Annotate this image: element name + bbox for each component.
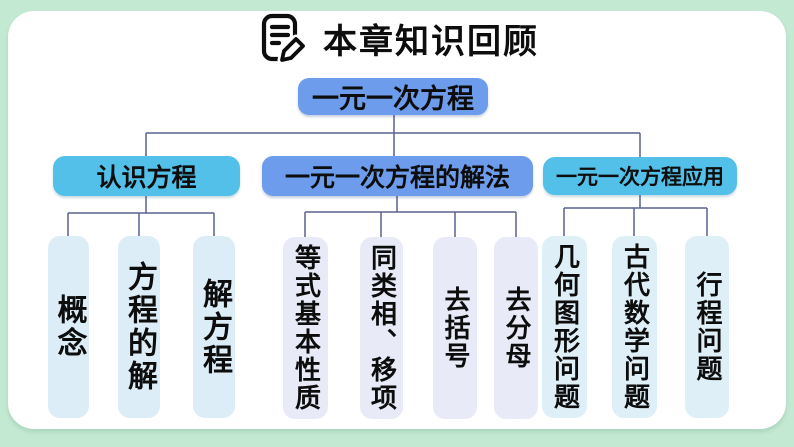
branch-header-applications: 一元一次方程应用 (543, 157, 737, 195)
leaf-label: 古代数学问题 (619, 243, 650, 411)
leaf-label: 方程的解 (122, 261, 157, 393)
leaf-label: 等式基本性质 (290, 244, 321, 412)
leaf-solution-of-equation: 方程的解 (118, 236, 160, 418)
slide-header: 本章知识回顾 (0, 8, 794, 68)
leaf-distance-problems: 行程问题 (685, 236, 729, 418)
leaf-geometry-problems: 几何图形问题 (542, 236, 587, 418)
leaf-equality-properties: 等式基本性质 (283, 237, 328, 419)
leaf-label: 概念 (51, 294, 87, 360)
leaf-ancient-math-problems: 古代数学问题 (612, 236, 657, 418)
leaf-remove-brackets: 去括号 (433, 237, 477, 419)
leaf-solving-equation: 解方程 (193, 236, 235, 418)
leaf-label: 几何图形问题 (549, 243, 580, 411)
leaf-concept: 概念 (48, 236, 89, 418)
leaf-label: 同类相、移项 (366, 244, 397, 412)
leaf-like-terms-moving-terms: 同类相、移项 (360, 237, 403, 419)
leaf-label: 去括号 (440, 286, 470, 370)
tree-root-node: 一元一次方程 (298, 78, 488, 115)
page-title: 本章知识回顾 (323, 21, 539, 62)
leaf-label: 解方程 (197, 277, 232, 377)
document-pencil-icon (255, 11, 309, 65)
branch-header-solving-methods: 一元一次方程的解法 (262, 156, 533, 196)
leaf-remove-denominators: 去分母 (494, 237, 538, 419)
leaf-label: 去分母 (501, 286, 531, 370)
leaf-label: 行程问题 (692, 271, 722, 383)
branch-header-understanding-equations: 认识方程 (53, 156, 240, 196)
